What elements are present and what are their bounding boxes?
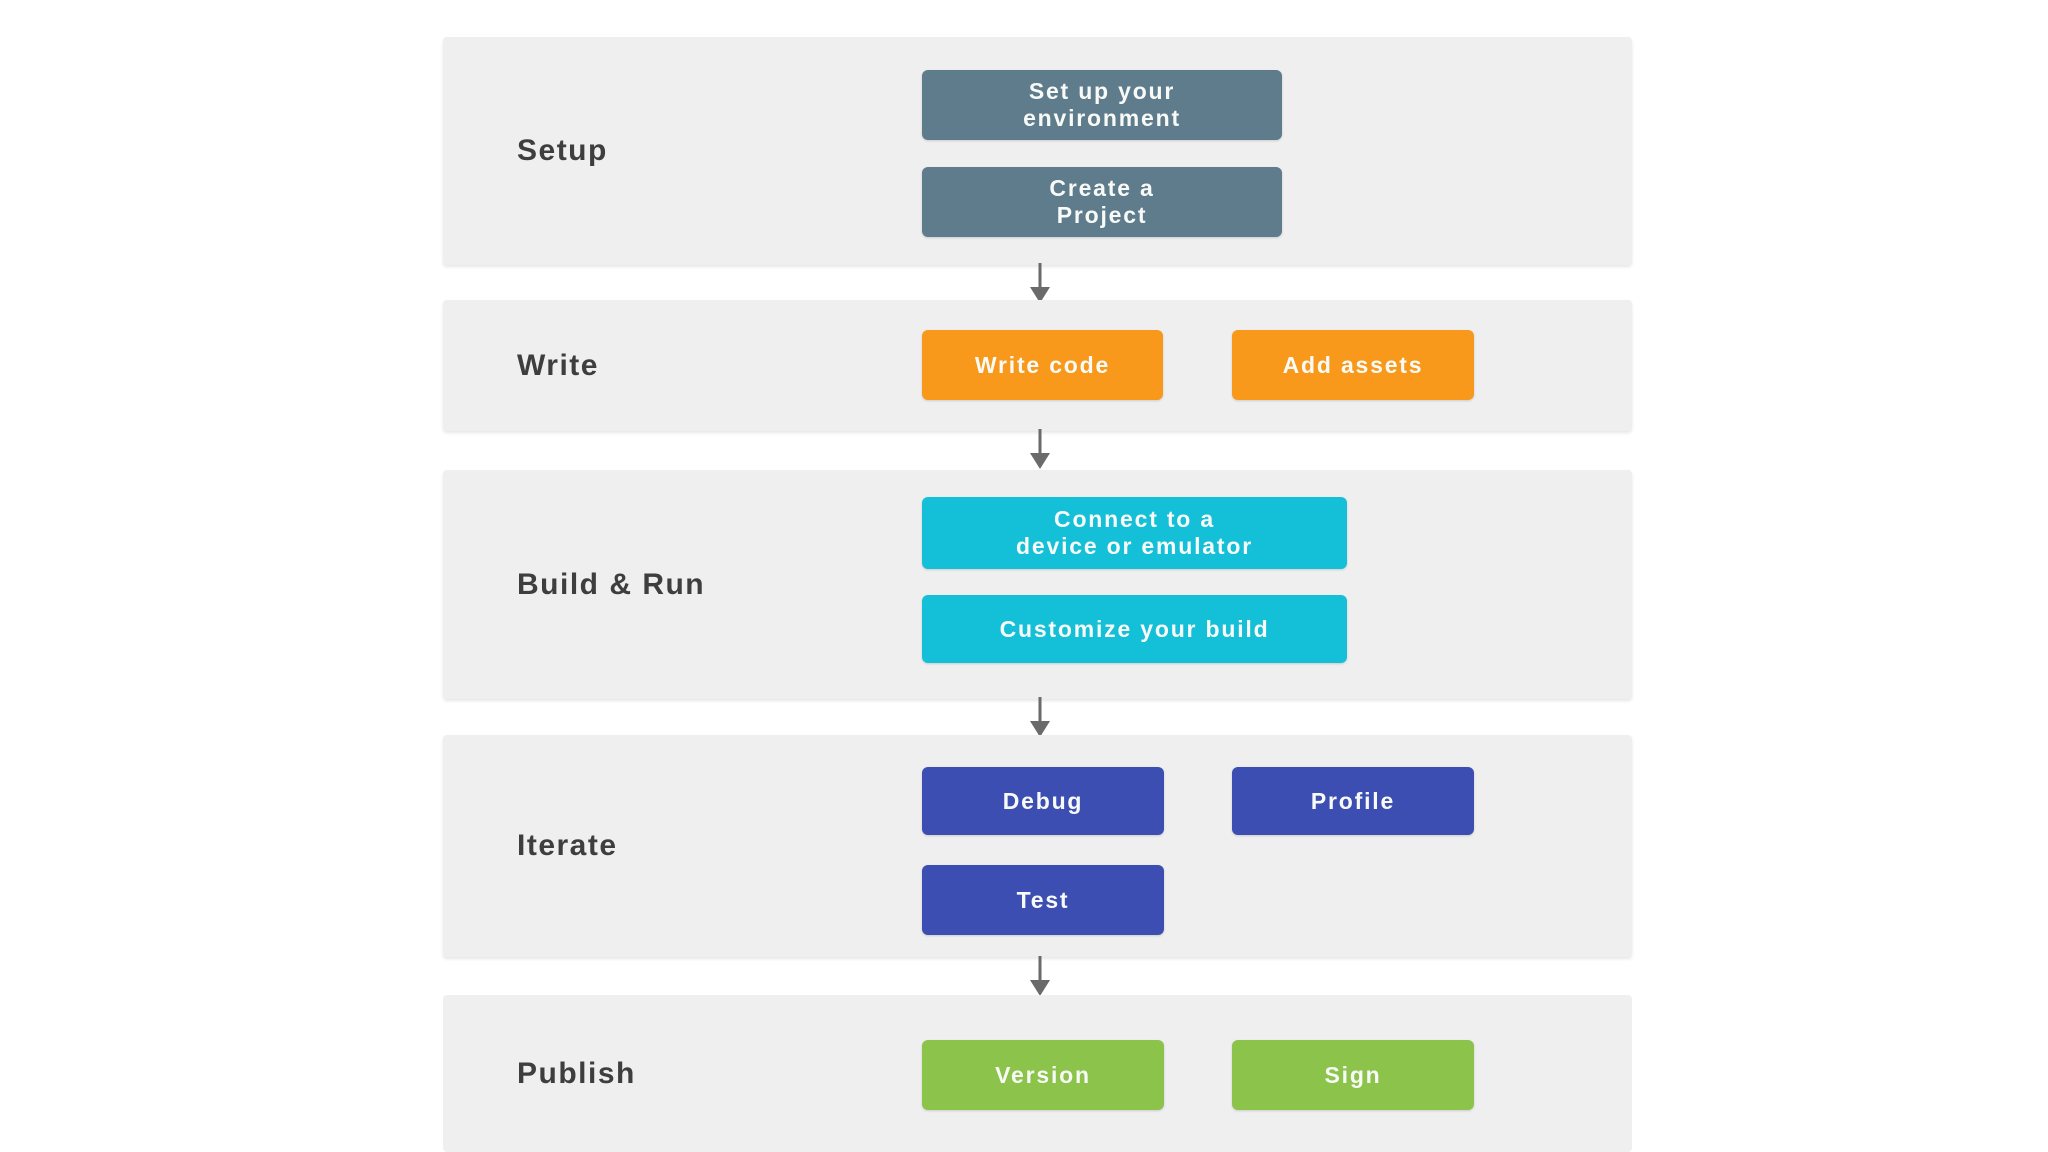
sign-button[interactable]: Sign <box>1232 1040 1474 1110</box>
section-build-run: Build & Run Connect to a device or emula… <box>443 470 1632 699</box>
section-label-setup: Setup <box>517 134 608 167</box>
section-iterate: Iterate Debug Profile Test <box>443 735 1632 957</box>
create-project-button[interactable]: Create a Project <box>922 167 1282 237</box>
flow-arrow-icon <box>1029 429 1051 469</box>
section-setup: Setup Set up your environment Create a P… <box>443 37 1632 265</box>
section-label-publish: Publish <box>517 1056 636 1090</box>
section-label-build-run: Build & Run <box>517 567 706 601</box>
profile-button[interactable]: Profile <box>1232 767 1474 835</box>
section-label-iterate: Iterate <box>517 829 618 862</box>
customize-build-button[interactable]: Customize your build <box>922 595 1347 663</box>
flow-arrow-icon <box>1029 697 1051 737</box>
flow-arrow-icon <box>1029 263 1051 303</box>
section-publish: Publish Version Sign <box>443 995 1632 1152</box>
version-button[interactable]: Version <box>922 1040 1164 1110</box>
set-up-environment-button[interactable]: Set up your environment <box>922 70 1282 140</box>
section-label-write: Write <box>517 348 599 382</box>
test-button[interactable]: Test <box>922 865 1164 935</box>
flow-arrow-icon <box>1029 956 1051 996</box>
connect-device-button[interactable]: Connect to a device or emulator <box>922 497 1347 569</box>
debug-button[interactable]: Debug <box>922 767 1164 835</box>
section-write: Write Write code Add assets <box>443 300 1632 431</box>
write-code-button[interactable]: Write code <box>922 330 1163 400</box>
add-assets-button[interactable]: Add assets <box>1232 330 1474 400</box>
